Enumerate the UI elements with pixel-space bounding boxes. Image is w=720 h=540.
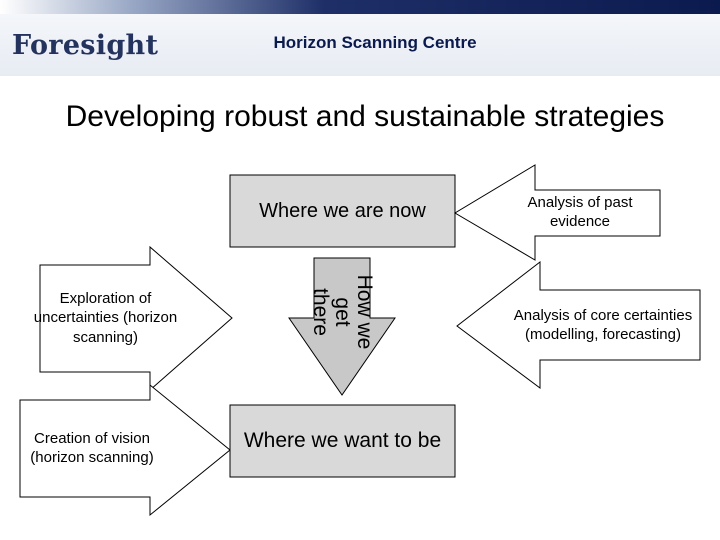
foresight-logo: Foresight — [12, 30, 158, 61]
want-box-label: Where we want to be — [243, 429, 442, 453]
left-arrow-creation — [19, 383, 231, 517]
left-arrow-exploration-label: Exploration of uncertainties (horizon sc… — [33, 289, 178, 346]
now-box — [229, 174, 456, 248]
brand-text: Foresight — [12, 30, 159, 61]
page-title: Developing robust and sustainable strate… — [65, 100, 665, 133]
left-arrow-creation-label: Creation of vision (horizon scanning) — [30, 429, 154, 467]
now-box-label: Where we are now — [259, 200, 426, 222]
right-arrow-core-certainties-label: Analysis of core certainties (modelling,… — [513, 306, 693, 344]
down-arrow-how — [288, 257, 396, 396]
centre-title: Horizon Scanning Centre — [273, 33, 477, 52]
top-gradient-bar — [0, 0, 720, 14]
right-arrow-past-evidence — [454, 164, 661, 261]
want-box — [229, 404, 456, 478]
header-band — [0, 14, 720, 76]
down-arrow-label: How we get there — [308, 274, 377, 350]
right-arrow-core-certainties — [456, 260, 701, 389]
right-arrow-past-evidence-label: Analysis of past evidence — [527, 193, 633, 231]
left-arrow-exploration — [39, 245, 233, 392]
